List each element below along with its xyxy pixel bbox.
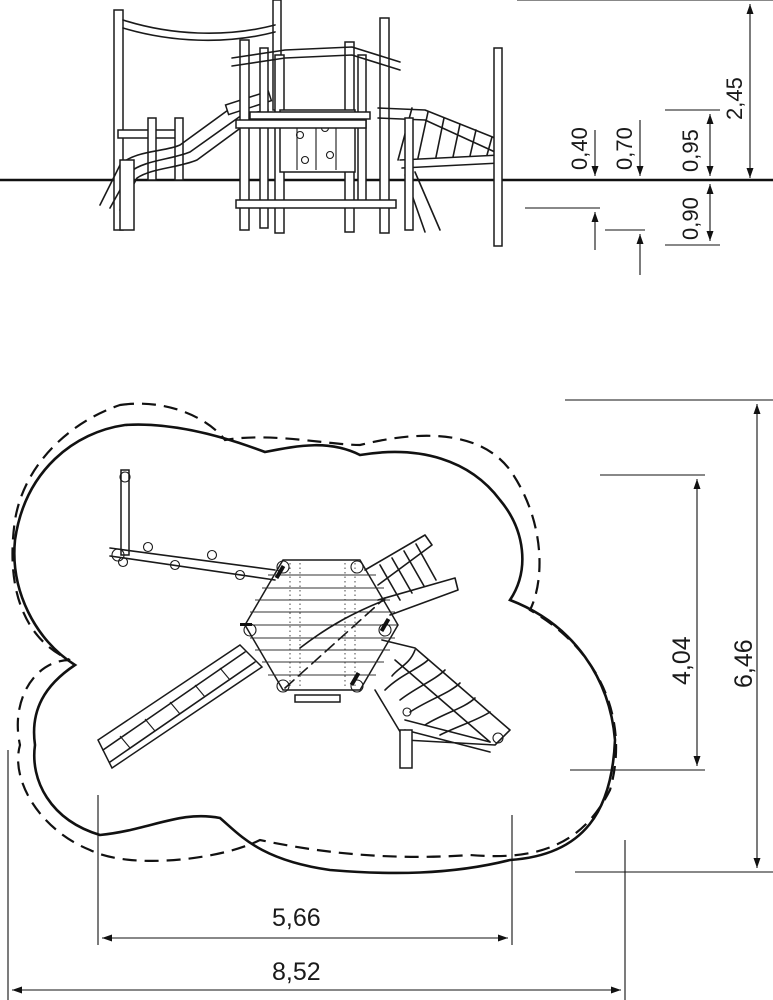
dim-2-45-label: 2,45 <box>722 77 747 120</box>
dim-0-90-label: 0,90 <box>678 197 703 240</box>
plan-view: 6,46 4,04 5,66 8,52 <box>7 399 773 1000</box>
dim-8-52-label: 8,52 <box>272 958 321 986</box>
safety-zone-outer-dashed <box>11 402 618 862</box>
net-bridge-elevation <box>377 47 503 247</box>
net-bridge-plan <box>374 639 511 769</box>
hexagonal-deck <box>240 559 399 703</box>
climbing-beam-plan <box>109 469 276 581</box>
dim-6-46-label: 6,46 <box>730 639 758 688</box>
canopy <box>113 0 282 231</box>
tower-elevation <box>231 17 401 234</box>
ladder-plan <box>364 534 459 616</box>
dim-5-66-label: 5,66 <box>272 904 321 932</box>
dim-0-95-label: 0,95 <box>678 129 703 172</box>
dim-4-04-label: 4,04 <box>668 636 696 685</box>
plan-dimensions: 6,46 4,04 5,66 8,52 <box>7 399 773 1000</box>
elevation-dimensions: 2,45 0,95 0,70 0,40 0,90 <box>517 0 773 275</box>
dim-0-70-label: 0,70 <box>612 127 637 170</box>
dim-0-40-label: 0,40 <box>567 127 592 170</box>
side-elevation-view: 2,45 0,95 0,70 0,40 0,90 <box>0 0 773 275</box>
slide-elevation <box>99 90 273 231</box>
impact-area-outline <box>13 423 617 875</box>
slide-plan <box>97 644 264 770</box>
